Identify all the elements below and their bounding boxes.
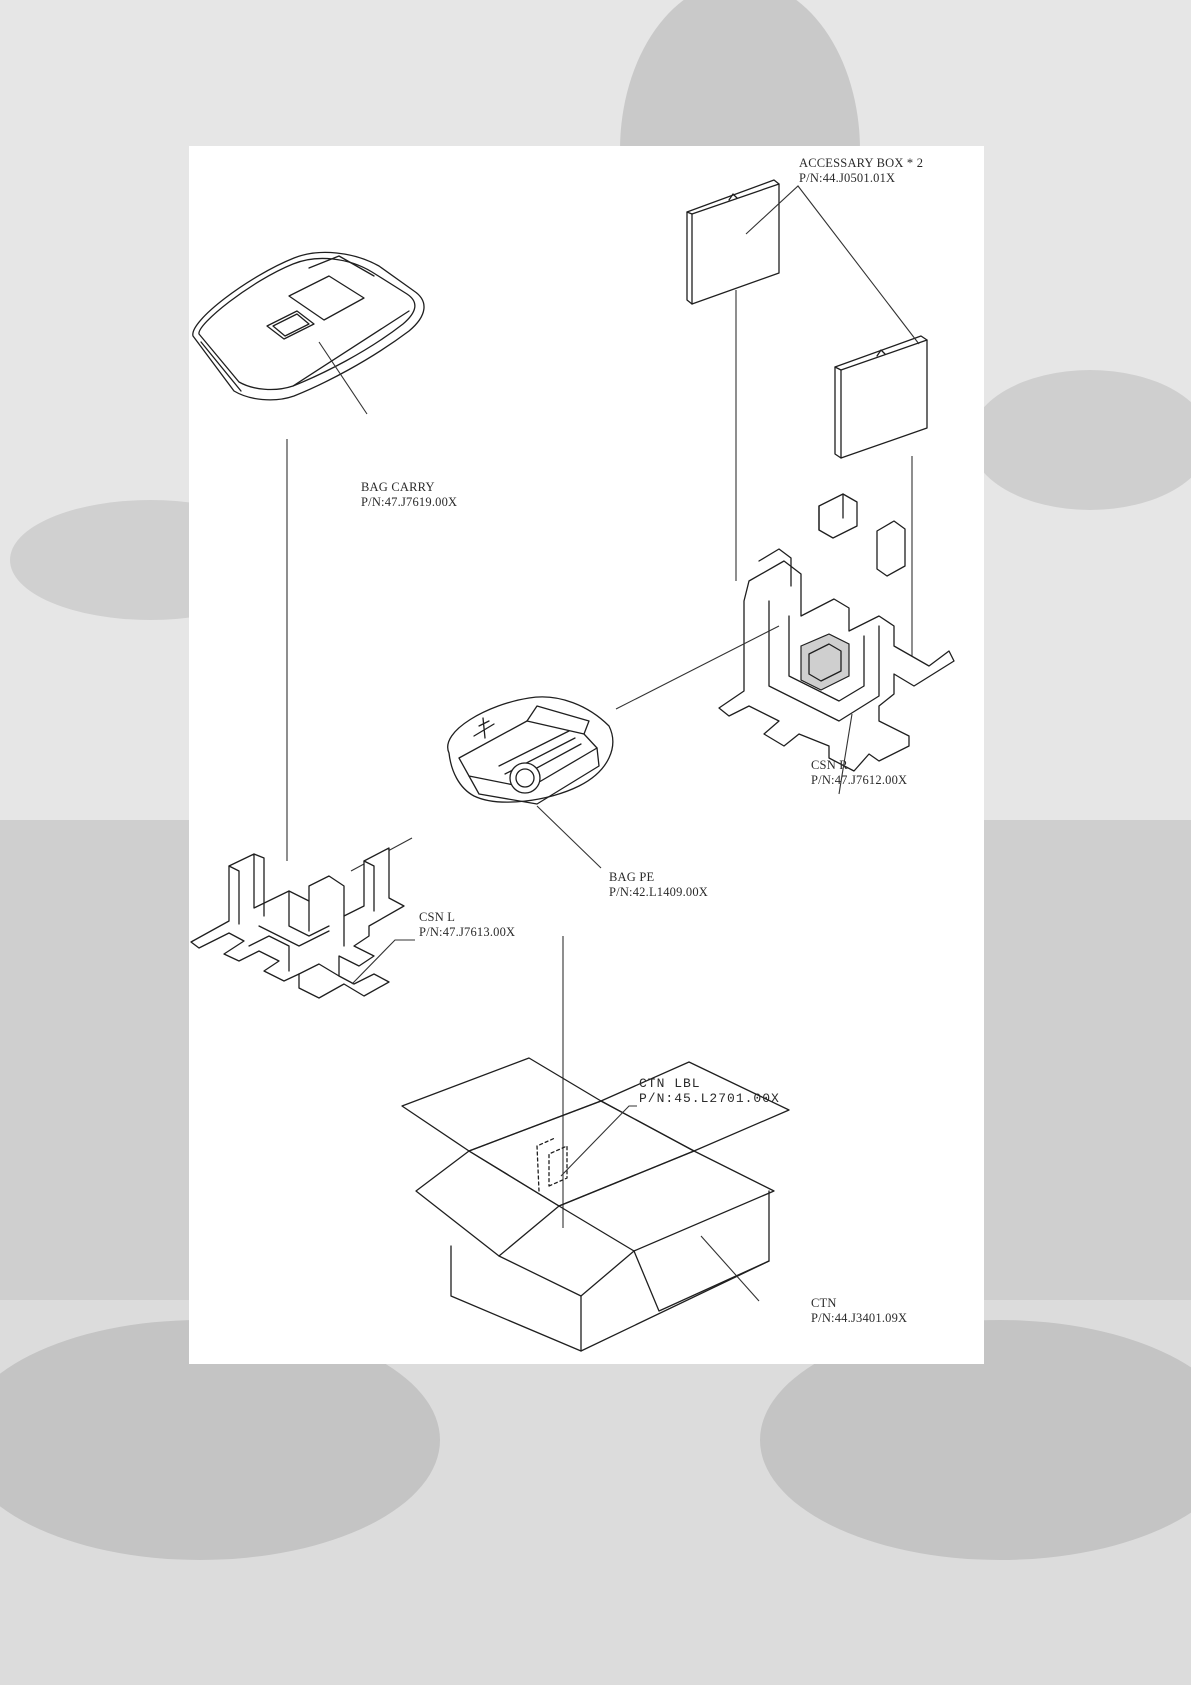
csn-r-drawing — [719, 494, 954, 771]
label-bag-pe: BAG PE P/N:42.L1409.00X — [609, 870, 708, 900]
packing-exploded-view — [189, 146, 984, 1364]
label-bag-carry: BAG CARRY P/N:47.J7619.00X — [361, 480, 457, 510]
csn-l-drawing — [191, 848, 404, 998]
ctn-pn: P/N:44.J3401.09X — [811, 1311, 907, 1326]
label-ctn-lbl: CTN LBL P/N:45.L2701.00X — [639, 1076, 780, 1106]
ctn-lbl-pn: P/N:45.L2701.00X — [639, 1091, 780, 1106]
label-accessory-box: ACCESSARY BOX * 2 P/N:44.J0501.01X — [799, 156, 923, 186]
ctn-name: CTN — [811, 1296, 907, 1311]
csn-l-pn: P/N:47.J7613.00X — [419, 925, 515, 940]
ctn-lbl-name: CTN LBL — [639, 1076, 780, 1091]
label-csn-r: CSN R P/N:47.J7612.00X — [811, 758, 907, 788]
label-csn-l: CSN L P/N:47.J7613.00X — [419, 910, 515, 940]
csn-l-name: CSN L — [419, 910, 515, 925]
csn-r-pn: P/N:47.J7612.00X — [811, 773, 907, 788]
bag-pe-name: BAG PE — [609, 870, 708, 885]
accessory-box-pn: P/N:44.J0501.01X — [799, 171, 923, 186]
bag-carry-name: BAG CARRY — [361, 480, 457, 495]
bag-pe-pn: P/N:42.L1409.00X — [609, 885, 708, 900]
accessory-box-upper — [687, 180, 779, 304]
bag-pe-drawing — [448, 697, 613, 868]
diagram-panel: ACCESSARY BOX * 2 P/N:44.J0501.01X BAG C… — [189, 146, 984, 1364]
bag-carry-pn: P/N:47.J7619.00X — [361, 495, 457, 510]
label-ctn: CTN P/N:44.J3401.09X — [811, 1296, 907, 1326]
accessory-box-lower — [835, 336, 927, 458]
accessory-box-name: ACCESSARY BOX * 2 — [799, 156, 923, 171]
bag-carry-drawing — [193, 252, 424, 414]
csn-r-name: CSN R — [811, 758, 907, 773]
